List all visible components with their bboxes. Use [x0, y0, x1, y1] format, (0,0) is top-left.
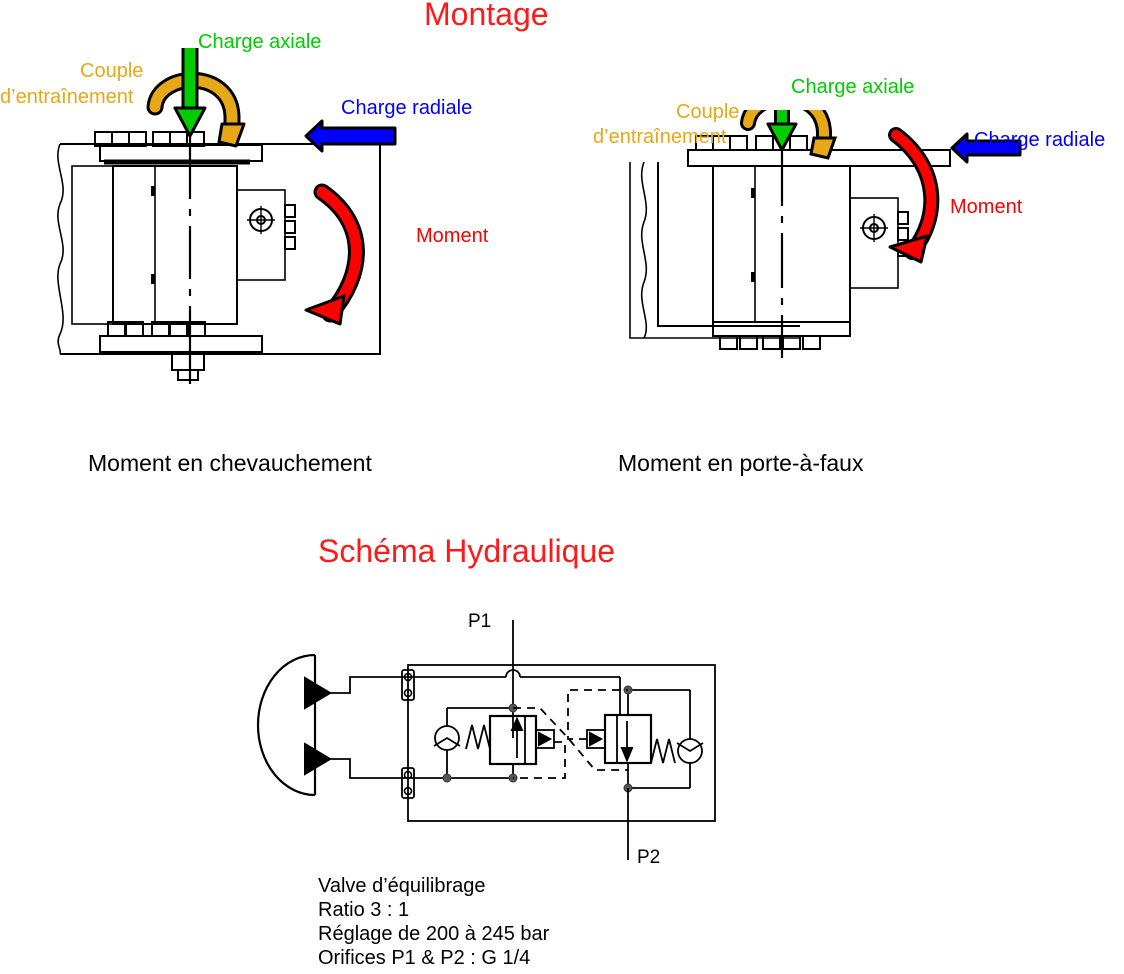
axial-load-arrow-right [766, 110, 798, 152]
port-label-p2: P2 [637, 847, 661, 868]
label-charge-radiale-left: Charge radiale [341, 97, 473, 119]
label-charge-axiale-right: Charge axiale [791, 76, 915, 98]
caption-right-diagram: Moment en porte-à-faux [618, 450, 864, 476]
spec-line-ratio: Ratio 3 : 1 [318, 899, 410, 921]
label-charge-radiale-right: Charge radiale [974, 129, 1106, 151]
valve-spec-list: Valve d’équilibrage Ratio 3 : 1 Réglage … [318, 874, 549, 970]
mounting-diagram-overhung [600, 110, 1124, 390]
spec-line-reglage: Réglage de 200 à 245 bar [318, 923, 550, 945]
radial-load-arrow-right [950, 132, 1022, 164]
label-entrainement-right: d’entraînement [593, 126, 727, 148]
moment-arrow-left [304, 183, 365, 326]
moment-arrow-right [888, 127, 940, 264]
label-couple-left: Couple [80, 60, 144, 82]
label-moment-right: Moment [950, 196, 1023, 218]
torque-arrow-right [740, 110, 838, 160]
caption-left-diagram: Moment en chevauchement [88, 450, 372, 476]
label-moment-left: Moment [416, 225, 489, 247]
mounting-diagram-overlapping [0, 24, 560, 394]
label-couple-right: Couple [676, 101, 740, 123]
label-entrainement-left: d’entraînement [0, 86, 134, 108]
page-title-schema: Schéma Hydraulique [318, 533, 616, 569]
label-charge-axiale-left: Charge axiale [198, 31, 322, 53]
spec-line-valve: Valve d’équilibrage [318, 875, 486, 897]
hydraulic-schematic [250, 620, 750, 870]
axial-load-arrow-left [173, 48, 207, 138]
port-label-p1: P1 [468, 611, 492, 632]
page-title-montage: Montage [424, 0, 549, 32]
spec-line-orifices: Orifices P1 & P2 : G 1/4 [318, 947, 531, 969]
radial-load-arrow-left [304, 119, 397, 153]
